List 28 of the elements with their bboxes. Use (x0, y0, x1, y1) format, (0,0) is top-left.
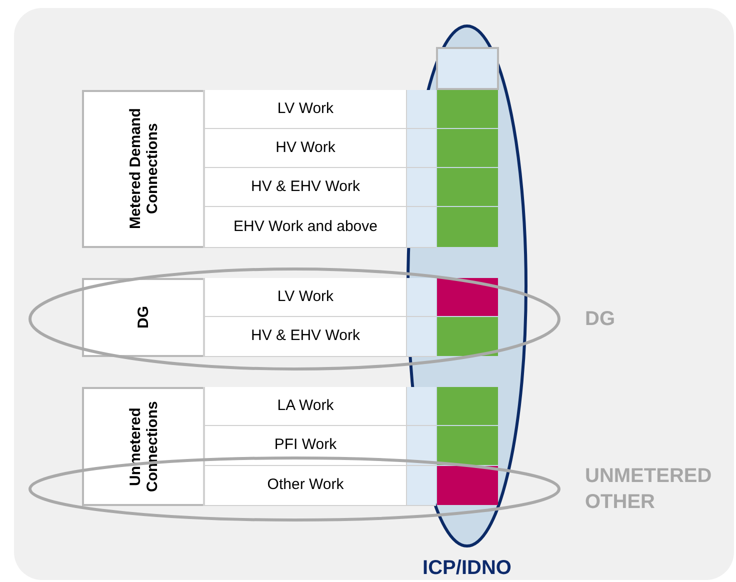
group-label: UNMETERED OTHER (585, 464, 713, 515)
group-box (82, 90, 436, 248)
row-label: HV Work (276, 138, 336, 158)
table-row (203, 278, 436, 317)
table-row (203, 466, 436, 506)
group-heading: Unmetered Connections (126, 400, 160, 494)
status-cell (437, 317, 498, 356)
oval-label: ICP/IDNO (422, 556, 512, 581)
row-label: LA Work (277, 396, 334, 416)
table-row (203, 426, 436, 466)
group-heading: Metered Demand Connections (126, 108, 160, 232)
status-cell (437, 466, 498, 505)
row-label: LV Work (277, 286, 334, 307)
row-label: Other Work (267, 475, 344, 496)
table-row (203, 129, 436, 168)
row-label: HV & EHV Work (251, 326, 360, 346)
group-label: DG (585, 307, 616, 332)
status-cell (437, 278, 498, 316)
table-row (203, 207, 436, 248)
table-row (203, 90, 436, 129)
row-label: EHV Work and above (234, 216, 378, 237)
row-label: PFI Work (274, 435, 337, 456)
group-heading: DG (135, 306, 152, 329)
table-row (203, 317, 436, 357)
row-label: HV & EHV Work (251, 176, 360, 197)
table-row (203, 168, 436, 207)
row-label: LV Work (277, 98, 334, 119)
table-row (203, 387, 436, 426)
